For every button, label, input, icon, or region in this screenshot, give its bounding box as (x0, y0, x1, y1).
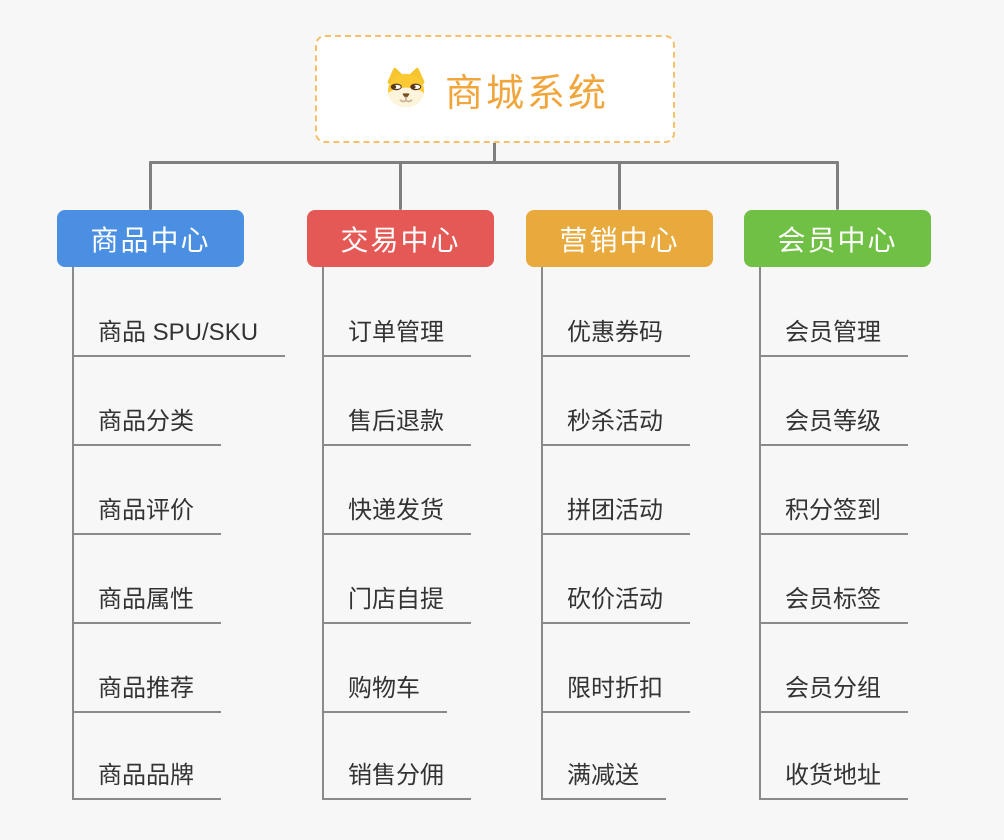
leaf-item[interactable]: 订单管理 (322, 317, 471, 357)
leaf-item[interactable]: 购物车 (322, 673, 447, 713)
leaf-item[interactable]: 会员管理 (759, 317, 908, 357)
branch-column-products: 商品中心 商品 SPU/SKU 商品分类 商品评价 商品属性 商品推荐 商品品牌 (57, 210, 317, 810)
leaf-item[interactable]: 商品属性 (72, 584, 221, 624)
leaf-item[interactable]: 优惠券码 (541, 317, 690, 357)
branch-column-marketing: 营销中心 优惠券码 秒杀活动 拼团活动 砍价活动 限时折扣 满减送 (526, 210, 786, 810)
leaf-item[interactable]: 商品推荐 (72, 673, 221, 713)
leaf-item[interactable]: 商品品牌 (72, 760, 221, 800)
leaf-item[interactable]: 商品评价 (72, 495, 221, 535)
leaf-item[interactable]: 商品分类 (72, 406, 221, 446)
branch-node-trade[interactable]: 交易中心 (307, 210, 494, 267)
branch-drop-line (618, 161, 621, 210)
leaf-item[interactable]: 会员标签 (759, 584, 908, 624)
leaf-item[interactable]: 砍价活动 (541, 584, 690, 624)
branch-column-members: 会员中心 会员管理 会员等级 积分签到 会员标签 会员分组 收货地址 (744, 210, 1004, 810)
leaf-item[interactable]: 积分签到 (759, 495, 908, 535)
leaf-item[interactable]: 会员等级 (759, 406, 908, 446)
leaf-item[interactable]: 收货地址 (759, 760, 908, 800)
branch-node-marketing[interactable]: 营销中心 (526, 210, 713, 267)
root-node[interactable]: 商城系统 (315, 35, 675, 143)
leaf-item[interactable]: 商品 SPU/SKU (72, 317, 286, 357)
leaf-item[interactable]: 秒杀活动 (541, 406, 690, 446)
branch-drop-line (399, 161, 402, 210)
leaf-item[interactable]: 拼团活动 (541, 495, 690, 535)
leaf-item[interactable]: 满减送 (541, 760, 666, 800)
leaf-item[interactable]: 限时折扣 (541, 673, 690, 713)
shiba-dog-icon (387, 67, 425, 108)
leaf-item[interactable]: 售后退款 (322, 406, 471, 446)
branch-node-members[interactable]: 会员中心 (744, 210, 931, 267)
branch-drop-line (149, 161, 152, 210)
root-title: 商城系统 (444, 72, 609, 115)
leaf-item[interactable]: 门店自提 (322, 584, 471, 624)
branch-column-trade: 交易中心 订单管理 售后退款 快递发货 门店自提 购物车 销售分佣 (307, 210, 567, 810)
branch-drop-line (836, 161, 839, 210)
branch-node-products[interactable]: 商品中心 (57, 210, 244, 267)
leaf-item[interactable]: 快递发货 (322, 495, 471, 535)
root-stem-line (493, 143, 496, 163)
branch-connector-bar (149, 161, 839, 164)
leaf-item[interactable]: 销售分佣 (322, 760, 471, 800)
leaf-item[interactable]: 会员分组 (759, 673, 908, 713)
